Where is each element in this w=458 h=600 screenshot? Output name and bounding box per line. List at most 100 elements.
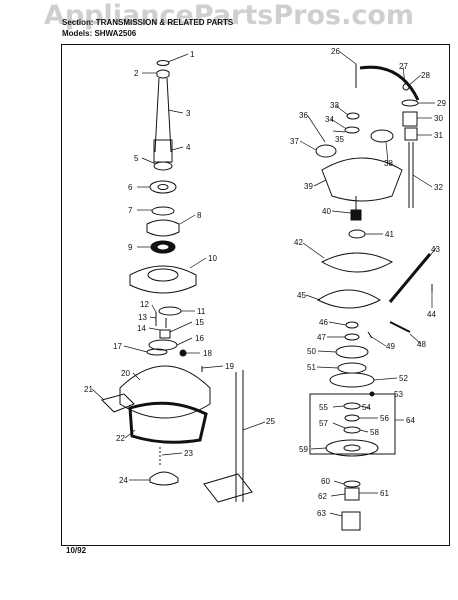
callout-33: 33: [330, 101, 339, 110]
callout-19: 19: [225, 362, 234, 371]
callout-5: 5: [134, 154, 139, 163]
part-34-ring: [344, 126, 360, 134]
part-27-28: [402, 83, 410, 91]
part-10-cover: [129, 265, 197, 294]
callout-44: 44: [427, 310, 436, 319]
callout-2: 2: [134, 69, 139, 78]
part-51-disc: [337, 362, 367, 374]
callout-41: 41: [385, 230, 394, 239]
callout-3: 3: [186, 109, 191, 118]
callout-4: 4: [186, 143, 191, 152]
part-64-kit-box: [309, 393, 396, 455]
callout-51: 51: [307, 363, 316, 372]
part-54-55-washer: [343, 402, 361, 410]
part-11-bearing: [158, 306, 182, 316]
callout-14: 14: [137, 324, 146, 333]
part-57-58-seal: [343, 426, 361, 434]
callout-37: 37: [290, 137, 299, 146]
part-63-sleeve: [341, 511, 361, 531]
callout-27: 27: [399, 62, 408, 71]
callout-49: 49: [386, 342, 395, 351]
callout-54: 54: [362, 403, 371, 412]
callout-48: 48: [417, 340, 426, 349]
callout-52: 52: [399, 374, 408, 383]
callout-38: 38: [384, 159, 393, 168]
callout-18: 18: [203, 349, 212, 358]
part-3-shaft: [154, 77, 172, 153]
part-21-bracket: [101, 393, 135, 413]
part-45-drive: [317, 289, 381, 309]
callout-23: 23: [184, 449, 193, 458]
callout-60: 60: [321, 477, 330, 486]
callout-42: 42: [294, 238, 303, 247]
part-20-housing: [119, 365, 211, 419]
part-24-cap: [149, 471, 179, 486]
part-6-bearing: [149, 180, 177, 194]
diagram-frame: [61, 44, 450, 546]
part-22-gasket: [128, 401, 208, 444]
part-43-rod: [388, 253, 432, 303]
part-33-washer: [346, 112, 360, 120]
section-title: Section: TRANSMISSION & RELATED PARTS: [62, 18, 234, 27]
callout-39: 39: [304, 182, 313, 191]
part-18-screw: [179, 349, 187, 357]
part-2-cap: [156, 69, 170, 79]
callout-61: 61: [380, 489, 389, 498]
callout-7: 7: [128, 206, 133, 215]
part-25-base: [203, 473, 253, 503]
callout-11: 11: [197, 307, 206, 316]
part-60-washer: [343, 480, 361, 488]
callout-46: 46: [319, 318, 328, 327]
callout-22: 22: [116, 434, 125, 443]
callout-6: 6: [128, 183, 133, 192]
callout-29: 29: [437, 99, 446, 108]
part-32-rod: [408, 142, 414, 208]
callout-58: 58: [370, 428, 379, 437]
part-15-washer: [159, 329, 171, 339]
callout-30: 30: [434, 114, 443, 123]
callout-16: 16: [195, 334, 204, 343]
part-1-ring: [156, 60, 170, 66]
part-30-bushing: [402, 111, 418, 127]
callout-12: 12: [140, 300, 149, 309]
revision-date: 10/92: [66, 546, 87, 555]
callout-47: 47: [317, 333, 326, 342]
part-7-ring: [151, 206, 175, 216]
callout-17: 17: [113, 342, 122, 351]
part-39-housing: [321, 157, 403, 202]
callout-labels: 1 2 3 4 5 6 7 8 9 10 11 12 13 14 15 16 1…: [84, 47, 446, 518]
callout-28: 28: [421, 71, 430, 80]
part-25-shaft: [235, 370, 244, 502]
callout-31: 31: [434, 131, 443, 140]
callout-55: 55: [319, 403, 328, 412]
callout-43: 43: [431, 245, 440, 254]
part-61-62-bushing: [344, 487, 360, 501]
part-13-14-spring: [155, 312, 167, 328]
part-26-lever: [359, 65, 420, 101]
callout-62: 62: [318, 492, 327, 501]
callout-20: 20: [121, 369, 130, 378]
part-52-plate: [329, 372, 375, 388]
callout-35: 35: [335, 135, 344, 144]
callout-25: 25: [266, 417, 275, 426]
part-4-sleeve: [153, 139, 173, 163]
part-48-pin: [389, 321, 411, 333]
callout-leaders: [91, 51, 437, 517]
part-53-pin: [369, 391, 375, 397]
part-8-hub: [146, 219, 180, 237]
part-46-spring: [345, 321, 359, 329]
callout-64: 64: [406, 416, 415, 425]
callout-40: 40: [322, 207, 331, 216]
callout-1: 1: [190, 50, 195, 59]
callout-24: 24: [119, 476, 128, 485]
callout-15: 15: [195, 318, 204, 327]
callout-32: 32: [434, 183, 443, 192]
callout-10: 10: [208, 254, 217, 263]
part-29-washer: [401, 99, 419, 107]
callout-50: 50: [307, 347, 316, 356]
callout-59: 59: [299, 445, 308, 454]
part-16-seal: [148, 339, 178, 351]
callout-57: 57: [319, 419, 328, 428]
callout-9: 9: [128, 243, 133, 252]
